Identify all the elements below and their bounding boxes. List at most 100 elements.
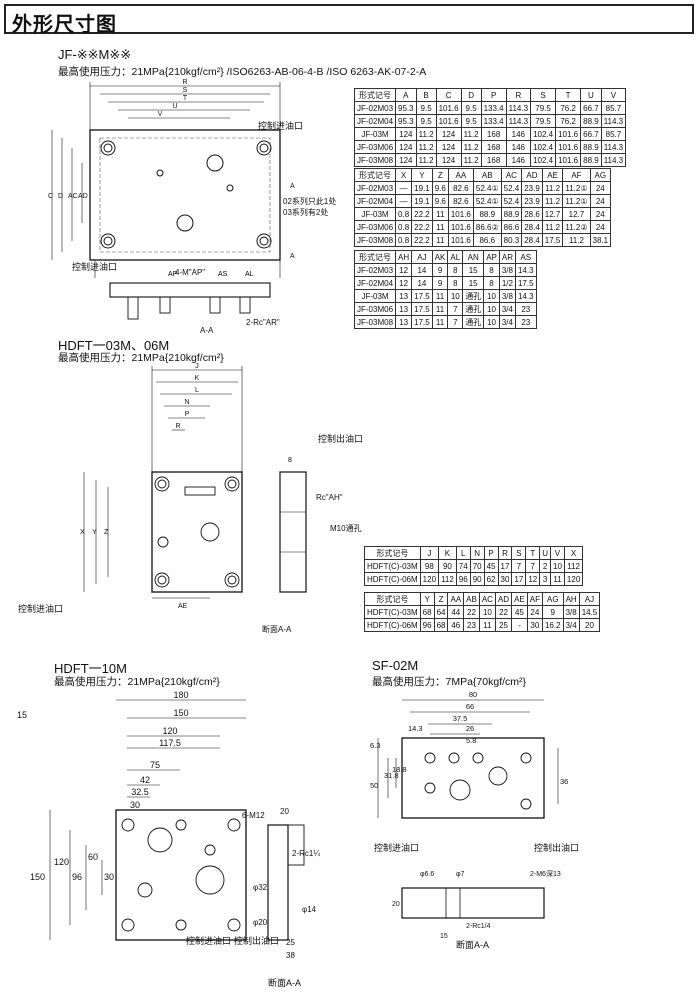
table-header-cell: L [455,546,471,560]
table-cell: 133.4 [480,101,507,115]
table-header-cell: AF [562,168,591,182]
table-cell: 146 [505,127,532,141]
table-cell: 133.4 [480,114,507,128]
table-cell: 10 [478,605,496,619]
table-cell: 124 [395,153,417,167]
table-cell: JF-03M06 [353,302,397,316]
table-cell: 14.5 [578,605,601,619]
svg-text:AL: AL [245,271,254,278]
table-header-cell: T [525,546,541,560]
table-cell: 22.2 [411,233,433,247]
table-cell: 10 [483,289,500,303]
dim-15: 15 [17,710,27,720]
table-cell: 90 [438,559,457,573]
dim-h96: 96 [72,872,82,882]
table-cell: 88.9 [500,207,523,221]
table-cell: 17 [497,559,513,573]
sf-dim-36: 36 [560,777,568,786]
table-cell: 9.5 [415,114,437,128]
table-header-cell: AH [562,592,580,606]
table-cell: 12.7 [541,207,564,221]
table-cell: JF-02M03 [353,101,397,115]
table-cell: 19.1 [411,194,433,208]
sf-dim-14-3: 14.3 [408,724,423,733]
dim-phi14: φ14 [302,905,317,914]
dim-42: 42 [140,775,150,785]
hdft-rc-ah-label: Rc"AH" [316,493,343,502]
table-cell: 9 [431,263,449,277]
svg-text:AC: AC [68,193,78,200]
table-cell: 168 [480,127,507,141]
table-cell: 11 [431,289,449,303]
table-cell: 23.9 [521,194,543,208]
table-cell: 102.4 [530,140,557,154]
table-cell: 11 [431,207,449,221]
sf-pressure: 最高使用压力：7MPa{70kgf/cm²} [372,676,527,688]
table-cell: 0.8 [395,220,413,234]
table-cell: HDFT(C)-03M [364,559,421,573]
table-cell: 10 [447,289,464,303]
table-cell: 11.2① [562,194,591,208]
svg-text:N: N [184,399,189,406]
table-cell: 2 [539,559,552,573]
table-cell: 3/4 [498,302,516,316]
table-cell: 70 [469,559,485,573]
table-header-cell: AJ [578,592,601,606]
table-header-cell: 形式记号 [353,88,397,102]
table-cell: JF-03M [353,289,397,303]
svg-text:R: R [175,423,180,430]
header-bar: 外形尺寸图 [4,4,694,36]
table-header-cell: P [480,88,507,102]
table-cell: 52.4① [472,181,502,195]
table-cell: 86.6② [472,220,502,234]
table-cell: 11.2② [562,220,591,234]
table-cell: 22 [494,605,513,619]
table-cell: 10 [483,315,500,329]
table-cell: 11.2① [562,181,591,195]
table-cell: 112 [563,559,584,573]
svg-text:L: L [195,387,199,394]
table-header-cell: D [460,88,482,102]
dim-150: 150 [173,708,188,718]
hdft-pilot-out-label: 控制出油口 [318,434,364,444]
table-cell: 17.5 [411,315,433,329]
table-header-cell: AE [541,168,564,182]
table-cell: 17.5 [411,302,433,316]
table-header-cell: AF [526,592,543,606]
page-title: 外形尺寸图 [12,14,117,36]
table-header-cell: AP [483,250,500,264]
table-cell: 11.2 [415,140,437,154]
hdft10-title: HDFT一10M [54,661,127,676]
sf-dim-31-8: 31.8 [384,771,399,780]
table-header-cell: A [395,88,417,102]
table-cell: 15 [462,276,485,290]
hdft10-drawing: 180 15 150 120 117.5 75 42 32.5 30 150 1… [17,690,320,960]
table-header-cell: AC [478,592,496,606]
table-cell: 114.3 [600,114,627,128]
hdft-pilot-in-label: 控制进油口 [18,604,64,614]
table-cell: 124 [435,127,462,141]
table-cell: 95.3 [395,114,417,128]
sf-dim-phi7: φ7 [456,871,465,878]
table-cell: 62 [483,572,499,586]
sf-dim-5-8: 5.8 [466,736,476,745]
table-header-cell: R [497,546,513,560]
jf-note-2: 03系列有2处 [283,208,329,217]
table-header-cell: S [530,88,557,102]
table-header-cell: AA [447,168,474,182]
table-cell: 14 [411,263,433,277]
table-header-cell: Z [431,168,449,182]
jf-pilot-in-label: 控制进油口 [72,262,118,272]
table-cell: 86.6 [500,220,523,234]
